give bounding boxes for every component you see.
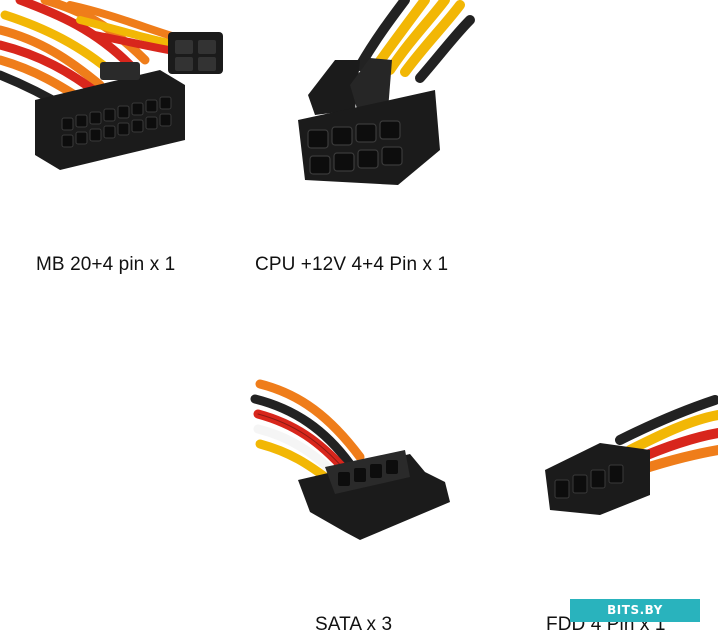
- mb-24pin-connector-icon: [0, 0, 223, 170]
- mb-connector-label: MB 20+4 pin x 1: [36, 254, 176, 275]
- fdd-4pin-connector-icon: [545, 395, 718, 515]
- cpu-connector-label: CPU +12V 4+4 Pin x 1: [255, 254, 449, 275]
- sata-connector-label: SATA x 3: [315, 614, 393, 635]
- watermark-badge: BITS.BY: [570, 599, 700, 622]
- sata-power-connector-icon: [250, 379, 450, 540]
- cpu-8pin-connector-icon: [298, 0, 475, 185]
